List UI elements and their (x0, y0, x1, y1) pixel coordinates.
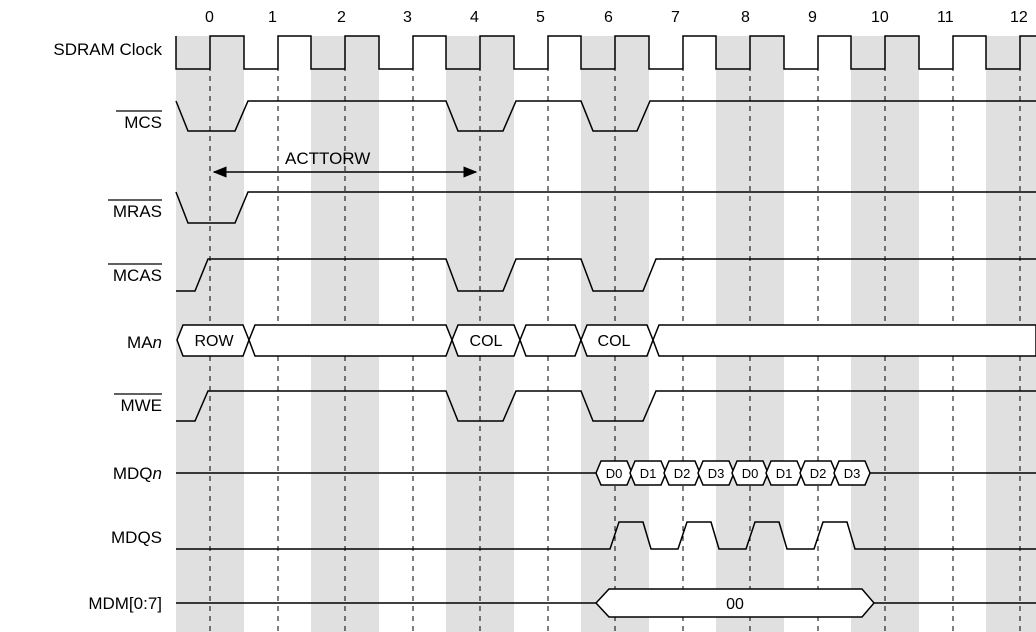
mcas-wave (176, 258, 1036, 292)
mdqs-label: MDQS (111, 528, 162, 547)
mdqs-wave (176, 521, 1036, 550)
cycle-label-1: 1 (268, 9, 277, 26)
mdqn-beat-2-text: D2 (674, 466, 691, 481)
mwe-label: MWE (120, 396, 162, 415)
mdm-label: MDM[0:7] (88, 594, 162, 613)
mwe-wave (176, 390, 1036, 422)
mdqn-beat-1-text: D1 (640, 466, 657, 481)
acttorw-label: ACTTORW (285, 149, 370, 168)
mdqn-beat-6-text: D2 (810, 466, 827, 481)
mdm-mask-text: 00 (726, 596, 744, 613)
man-col-text-2: COL (598, 333, 631, 350)
mdqn-beat-7 (833, 460, 871, 486)
mdqn-label: MDQn (113, 464, 162, 483)
cycle-label-7: 7 (671, 9, 680, 26)
man-row-text: ROW (194, 333, 234, 350)
cycle-label-12: 12 (1010, 9, 1028, 26)
mdqn-beat-5-text: D1 (776, 466, 793, 481)
mdqn-bus: D0 D1 D2 D3 D0 D1 D2 D3 (176, 460, 1036, 486)
mras-label: MRAS (113, 202, 162, 221)
cycle-label-0: 0 (205, 9, 214, 26)
cycle-label-6: 6 (604, 9, 613, 26)
cycle-label-11: 11 (937, 9, 954, 26)
cycle-label-4: 4 (470, 9, 479, 26)
man-label-suffix: n (153, 333, 162, 352)
man-col-text-1: COL (470, 333, 503, 350)
cycle-label-8: 8 (741, 9, 750, 26)
mdm-mask-segment (594, 588, 875, 618)
mcas-label: MCAS (113, 266, 162, 285)
mras-wave (175, 191, 1036, 224)
mdqn-label-base: MDQ (113, 464, 153, 483)
cycle-label-9: 9 (808, 9, 817, 26)
mdqn-beat-0-text: D0 (606, 466, 623, 481)
mdqn-label-suffix: n (153, 464, 162, 483)
cycle-label-2: 2 (337, 9, 346, 26)
signal-labels: SDRAM Clock MCS MRAS MCAS MAn MWE MDQn M… (53, 40, 162, 613)
cycle-labels: 0 1 2 3 4 5 6 7 8 9 10 11 12 (205, 9, 1028, 26)
man-label-base: MA (127, 333, 153, 352)
mdqn-beat-4-text: D0 (742, 466, 759, 481)
mcs-label: MCS (124, 113, 162, 132)
man-bus: ROW COL COL (176, 324, 1036, 357)
cycle-label-10: 10 (871, 9, 889, 26)
cycle-label-3: 3 (403, 9, 412, 26)
man-idle-segment-2 (519, 324, 582, 357)
mcs-wave (175, 100, 1036, 132)
man-label: MAn (127, 333, 162, 352)
sdram-clock-label: SDRAM Clock (53, 40, 162, 59)
mdqn-beat-7-text: D3 (844, 466, 861, 481)
mdqn-beat-3-text: D3 (708, 466, 725, 481)
man-idle-segment-3 (652, 324, 1036, 357)
mdm-bus: 00 (176, 588, 1036, 618)
man-idle-segment-1 (248, 324, 453, 357)
cycle-label-5: 5 (536, 9, 545, 26)
sdram-clock-wave (175, 35, 1036, 70)
